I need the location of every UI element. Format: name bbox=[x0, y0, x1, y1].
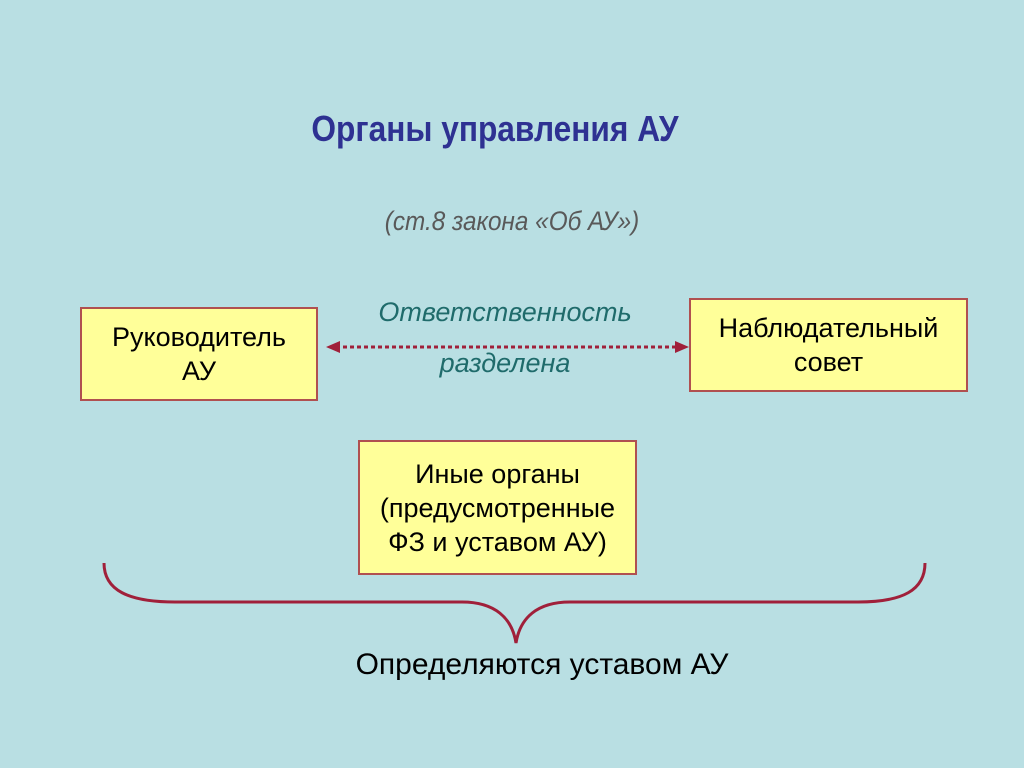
other-bodies-box: Иные органы (предусмотренные ФЗ и уставо… bbox=[358, 440, 637, 575]
head-box-line2: АУ bbox=[182, 356, 216, 386]
double-arrow bbox=[326, 341, 689, 353]
supervisory-board-box: Наблюдательный совет bbox=[689, 298, 968, 392]
responsibility-label-line1: Ответственность bbox=[378, 297, 632, 327]
other-box-line3: ФЗ и уставом АУ) bbox=[388, 526, 607, 557]
curly-brace bbox=[102, 562, 927, 644]
board-box-line1: Наблюдательный bbox=[718, 313, 939, 343]
responsibility-label-line2: разделена bbox=[439, 348, 571, 378]
arrow-head-right bbox=[675, 341, 689, 353]
footer-note: Определяются уставом АУ bbox=[355, 648, 729, 681]
board-box-line2: совет bbox=[793, 347, 864, 377]
arrow-head-left bbox=[326, 341, 340, 353]
other-box-line1: Иные органы bbox=[415, 458, 580, 489]
head-box: Руководитель АУ bbox=[80, 307, 318, 401]
head-box-line1: Руководитель bbox=[112, 322, 286, 352]
other-box-line2: (предусмотренные bbox=[379, 492, 616, 523]
slide-title: Органы управления АУ bbox=[311, 108, 679, 149]
law-reference: (ст.8 закона «Об АУ») bbox=[384, 206, 640, 236]
